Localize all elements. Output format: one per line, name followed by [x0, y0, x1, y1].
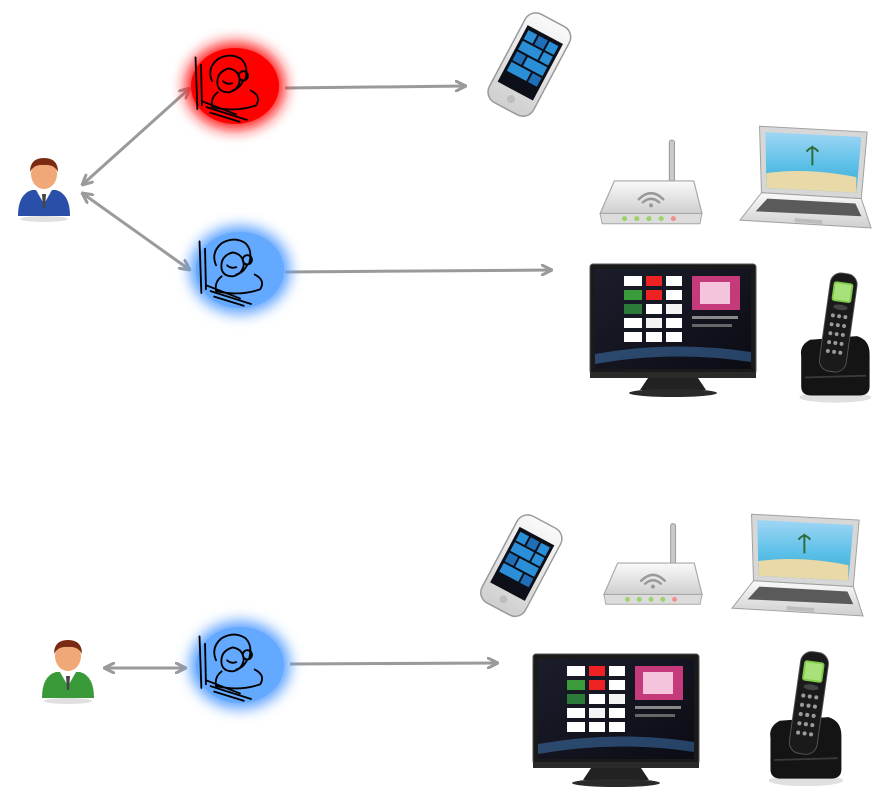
call-center-agent-blue-icon	[190, 621, 290, 709]
smartphone-icon	[475, 512, 567, 620]
laptop-icon	[738, 125, 873, 230]
connector-red-agent-phone	[284, 86, 466, 88]
connector-user-blue-agent	[82, 193, 190, 270]
laptop-icon	[730, 513, 865, 618]
user-green-icon	[42, 640, 94, 704]
call-center-agent-red-icon	[185, 42, 285, 130]
smartphone-icon	[482, 10, 576, 120]
wifi-router-icon	[598, 138, 704, 225]
connector-user-red-agent	[82, 88, 190, 185]
top-scenario	[18, 10, 873, 404]
connector-blue-agent-devices	[284, 270, 552, 272]
smart-tv-icon	[532, 653, 700, 788]
call-center-agent-blue-icon	[190, 226, 290, 314]
user-blue-icon	[18, 158, 70, 222]
connector-agent-devices	[289, 663, 498, 664]
cordless-phone-icon	[798, 270, 873, 404]
cordless-phone-icon	[767, 649, 845, 788]
bottom-scenario	[42, 512, 865, 788]
wifi-router-icon	[602, 522, 704, 606]
smart-tv-icon	[589, 263, 757, 398]
